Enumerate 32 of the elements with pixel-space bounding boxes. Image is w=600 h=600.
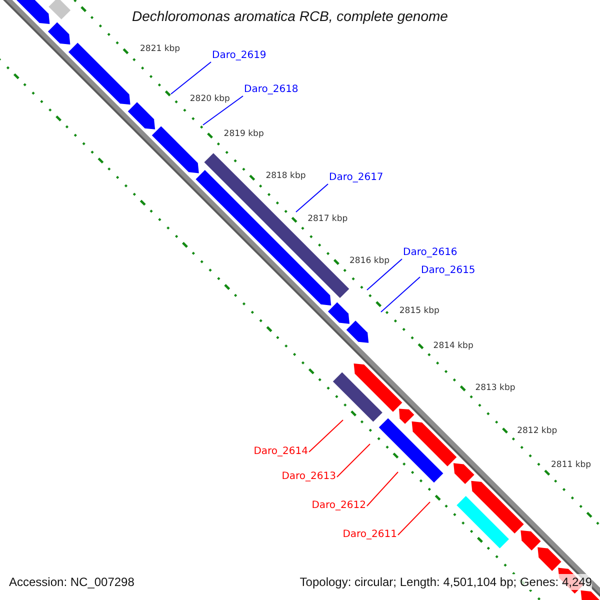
scale-label: 2811 kbp	[551, 460, 592, 470]
leader-line	[170, 62, 212, 94]
leader-line	[202, 96, 244, 126]
scale-label: 2817 kbp	[308, 214, 348, 224]
scale-label: 2820 kbp	[190, 94, 230, 104]
gene-label: Daro_2617	[329, 172, 384, 184]
scale-label: 2813 kbp	[475, 383, 516, 394]
leader-line	[380, 276, 420, 312]
leader-line	[366, 472, 398, 506]
scale-label: 2812 kbp	[517, 426, 558, 436]
diagram-title: Dechloromonas aromatica RCB, complete genome	[131, 8, 449, 24]
leader-line	[366, 258, 402, 290]
gene-label: Daro_2616	[403, 247, 458, 259]
gene-label: Daro_2615	[421, 265, 476, 277]
scale-label: 2815 kbp	[399, 306, 440, 316]
gene-label: Daro_2614	[254, 446, 308, 458]
accession-text: Accession: NC_007298	[9, 574, 134, 590]
scale-label: 2814 kbp	[433, 340, 474, 351]
gene-label: Daro_2611	[342, 529, 397, 541]
gene-label: Daro_2613	[282, 471, 336, 483]
leader-line	[398, 502, 430, 536]
scale-label: 2819 kbp	[224, 128, 264, 139]
leader-line	[296, 184, 328, 212]
gene-label: Daro_2618	[244, 84, 298, 96]
scale-label: 2816 kbp	[350, 256, 390, 266]
scale-label: 2821 kbp	[140, 44, 180, 54]
gene-label: Daro_2612	[312, 500, 366, 512]
leader-line	[308, 420, 344, 452]
scale-label: 2818 kbp	[266, 171, 306, 182]
gene-label: Daro_2619	[212, 50, 266, 62]
genome-summary-text: Topology: circular; Length: 4,501,104 bp; Genes: 4,249	[300, 574, 592, 590]
leader-line	[336, 444, 370, 478]
